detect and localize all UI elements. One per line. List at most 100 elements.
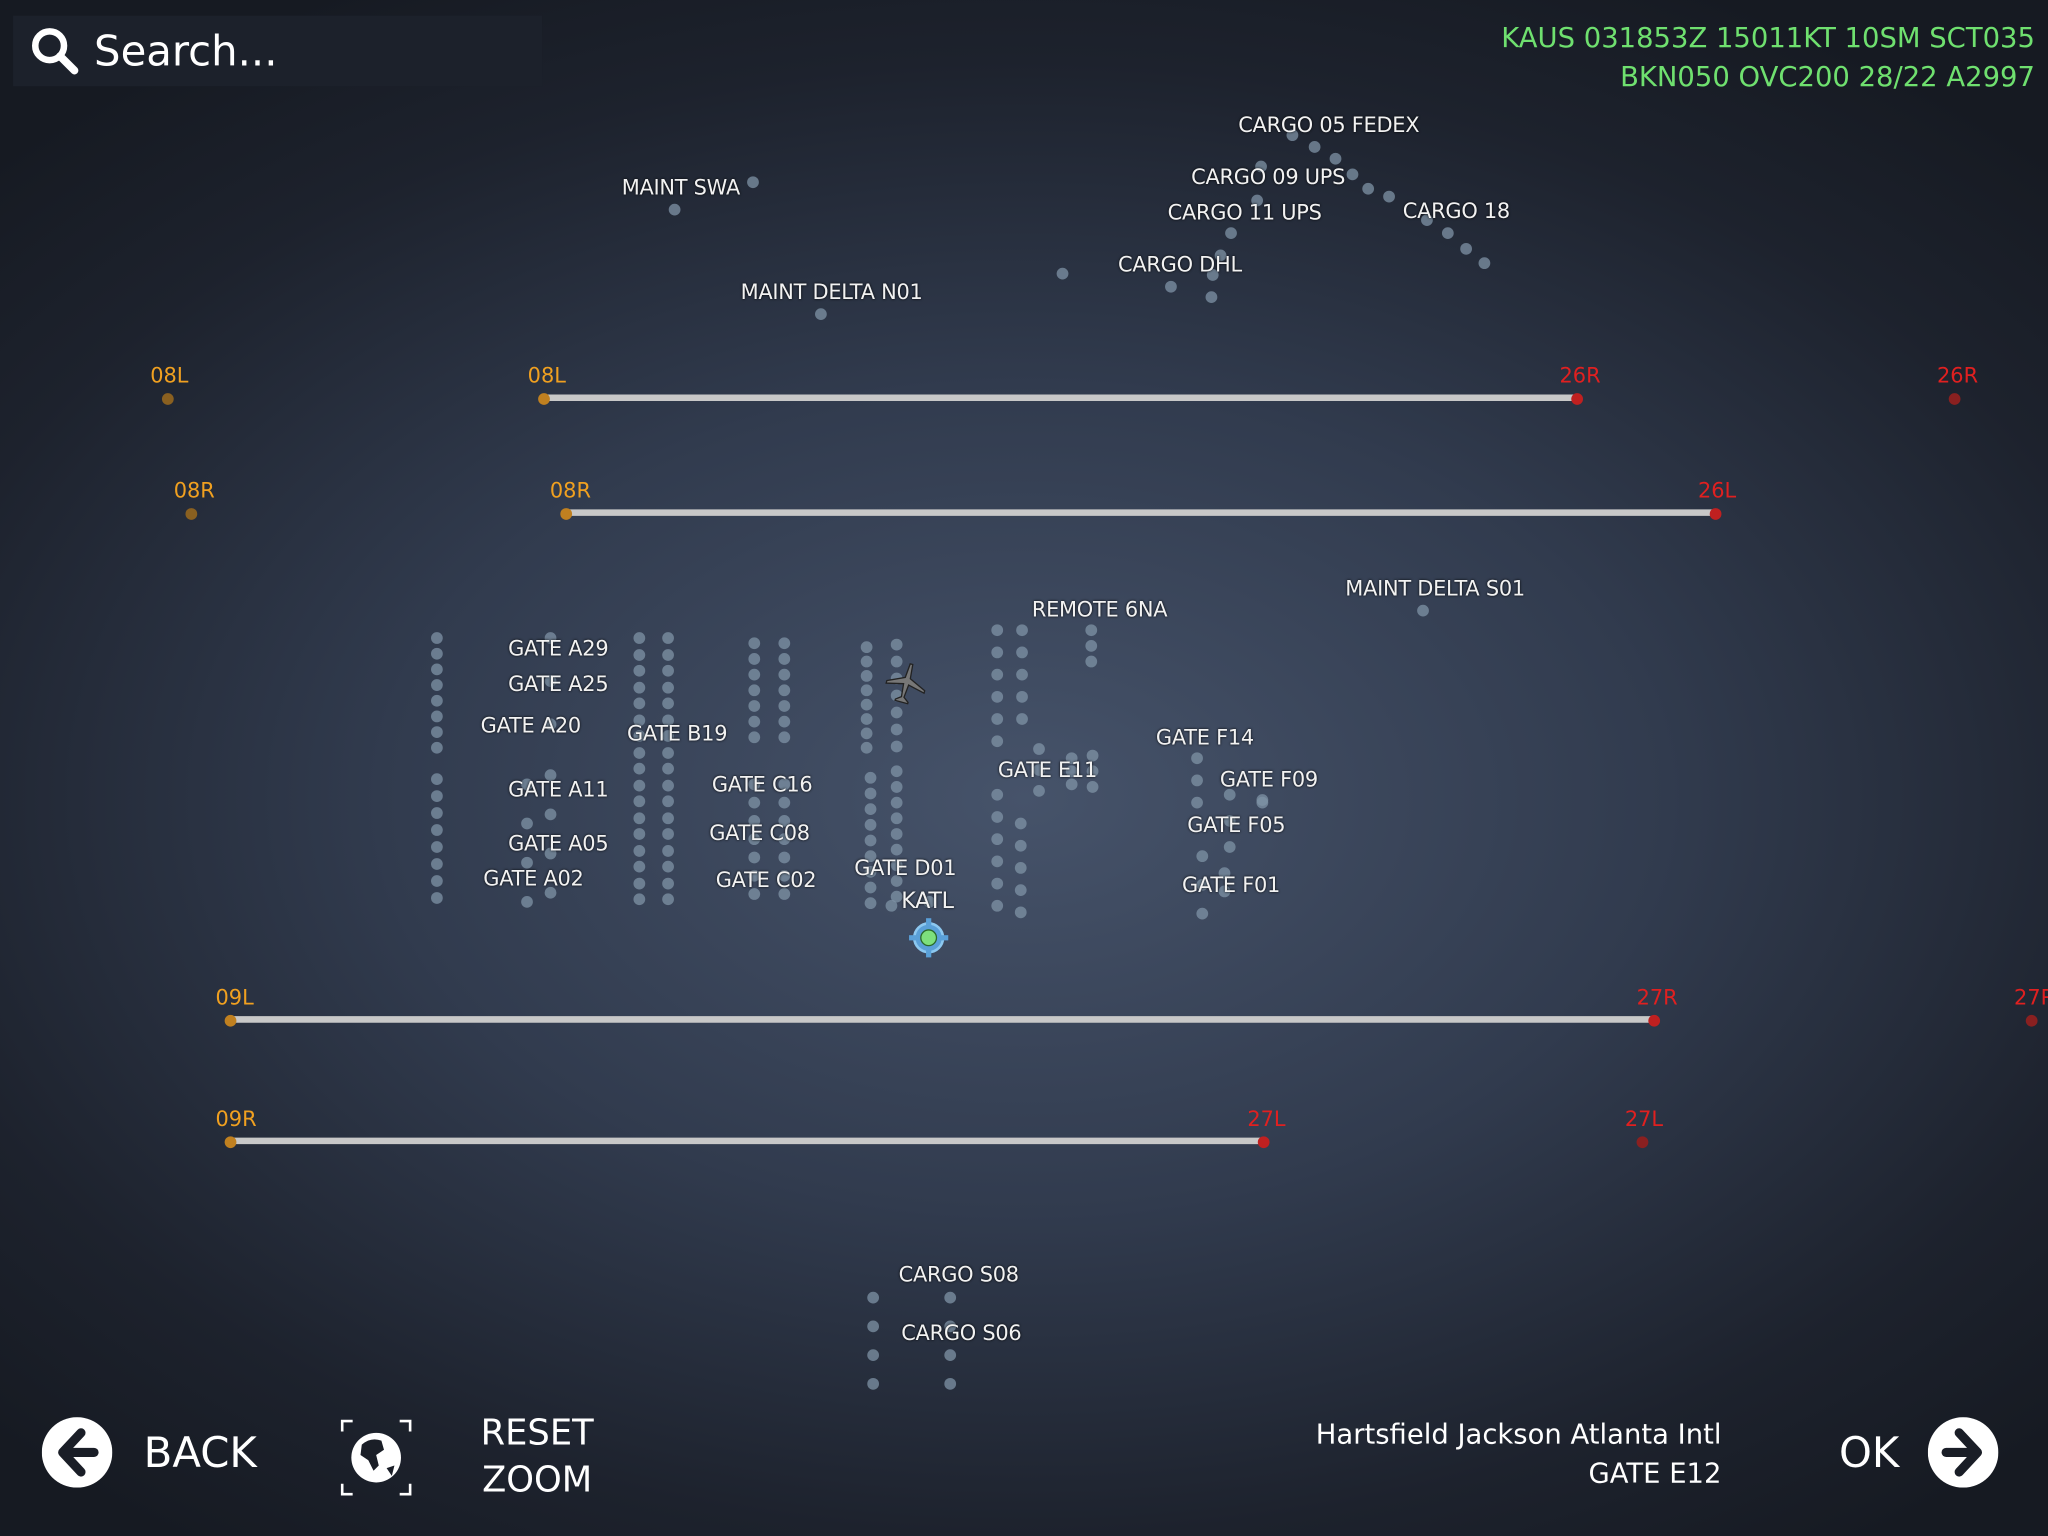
location-label[interactable]: REMOTE 6NA bbox=[1031, 596, 1168, 622]
taxi-point bbox=[748, 851, 761, 864]
runway-label[interactable]: 26R bbox=[1936, 363, 1979, 388]
taxi-point bbox=[633, 681, 646, 693]
runway-label[interactable]: 26L bbox=[1697, 478, 1737, 503]
taxi-point bbox=[1085, 639, 1098, 652]
runway-label[interactable]: 27L bbox=[1624, 1106, 1664, 1132]
runway-threshold bbox=[1257, 1136, 1270, 1149]
taxi-point bbox=[633, 697, 646, 710]
taxi-point bbox=[431, 694, 443, 707]
location-label[interactable]: GATE C02 bbox=[715, 867, 817, 893]
location-label[interactable]: CARGO DHL bbox=[1118, 252, 1242, 277]
taxi-point bbox=[431, 679, 443, 691]
runway-label[interactable]: 08L bbox=[150, 363, 189, 388]
taxi-point bbox=[748, 778, 761, 791]
location-label[interactable]: GATE A11 bbox=[508, 777, 609, 802]
runway-label[interactable]: 27L bbox=[1247, 1106, 1286, 1132]
taxi-point bbox=[1218, 885, 1231, 898]
location-label[interactable]: GATE F09 bbox=[1219, 766, 1318, 792]
runway-09L-27R[interactable] bbox=[229, 1016, 1654, 1023]
location-label[interactable]: GATE D01 bbox=[854, 855, 957, 881]
runway-threshold bbox=[1709, 508, 1722, 520]
taxi-point bbox=[747, 176, 759, 189]
location-label[interactable]: MAINT DELTA N01 bbox=[740, 279, 923, 305]
runway-08L-26R[interactable] bbox=[543, 394, 1577, 401]
location-label[interactable]: GATE A20 bbox=[480, 713, 582, 738]
taxi-point bbox=[864, 865, 877, 878]
reset-zoom-button[interactable]: RESET ZOOM bbox=[340, 1411, 594, 1505]
taxi-point bbox=[662, 713, 674, 726]
location-label[interactable]: GATE A29 bbox=[508, 636, 609, 661]
taxi-point bbox=[748, 653, 761, 665]
ok-button[interactable]: OK bbox=[1839, 1417, 1999, 1488]
arrow-left-icon bbox=[41, 1417, 113, 1488]
location-label[interactable]: CARGO 11 UPS bbox=[1167, 199, 1322, 225]
location-label[interactable]: CARGO 09 UPS bbox=[1191, 164, 1346, 190]
location-label[interactable]: GATE A02 bbox=[483, 865, 584, 891]
taxi-point bbox=[1086, 781, 1099, 793]
taxi-point bbox=[662, 811, 674, 824]
taxi-point bbox=[662, 746, 674, 759]
location-label[interactable]: CARGO 18 bbox=[1402, 198, 1510, 224]
taxi-point bbox=[864, 771, 877, 784]
location-label[interactable]: GATE F05 bbox=[1187, 812, 1286, 838]
taxi-point bbox=[778, 700, 791, 712]
airport-code-label[interactable]: KATL bbox=[901, 888, 954, 915]
runway-label[interactable]: 27R bbox=[1636, 984, 1678, 1010]
search-bar[interactable] bbox=[13, 15, 543, 87]
location-label[interactable]: CARGO S06 bbox=[901, 1320, 1022, 1346]
runway-threshold bbox=[224, 1136, 237, 1149]
taxi-point bbox=[1033, 784, 1045, 797]
location-label[interactable]: GATE F01 bbox=[1182, 872, 1281, 898]
taxi-point bbox=[1191, 774, 1203, 787]
search-input[interactable] bbox=[91, 24, 515, 78]
taxi-point bbox=[890, 796, 903, 809]
taxi-point bbox=[431, 790, 443, 802]
taxi-point bbox=[864, 897, 877, 910]
taxi-point bbox=[1065, 765, 1078, 778]
runway-label[interactable]: 09L bbox=[215, 984, 254, 1010]
location-label[interactable]: GATE F14 bbox=[1155, 724, 1254, 750]
taxi-point bbox=[1191, 796, 1203, 809]
location-label[interactable]: GATE E11 bbox=[997, 757, 1098, 783]
taxi-point bbox=[662, 697, 674, 710]
location-label[interactable]: MAINT DELTA S01 bbox=[1345, 575, 1525, 601]
runway-label[interactable]: 27R bbox=[2014, 984, 2048, 1010]
taxi-point bbox=[1251, 194, 1264, 207]
location-label[interactable]: GATE C16 bbox=[711, 771, 813, 797]
runway-label[interactable]: 09R bbox=[215, 1106, 257, 1132]
location-label[interactable]: GATE A05 bbox=[508, 830, 609, 856]
taxi-point bbox=[991, 735, 1004, 748]
runway-label[interactable]: 08R bbox=[549, 478, 591, 503]
taxi-point bbox=[991, 690, 1004, 703]
taxi-point bbox=[890, 723, 903, 736]
runway-label[interactable]: 08R bbox=[173, 478, 215, 503]
taxi-point bbox=[778, 715, 791, 728]
taxi-point bbox=[521, 778, 533, 791]
taxi-point bbox=[662, 681, 674, 693]
taxi-point bbox=[748, 668, 761, 681]
taxi-point bbox=[1206, 269, 1219, 281]
location-label[interactable]: MAINT SWA bbox=[621, 175, 741, 200]
taxi-point bbox=[944, 1291, 957, 1304]
location-label[interactable]: CARGO 05 FEDEX bbox=[1238, 112, 1420, 138]
back-button[interactable]: BACK bbox=[41, 1417, 257, 1488]
taxi-point bbox=[544, 769, 557, 782]
taxi-point bbox=[890, 740, 903, 753]
taxi-point bbox=[1065, 752, 1078, 765]
taxi-point bbox=[748, 637, 761, 650]
taxi-point bbox=[544, 718, 557, 731]
runway-label[interactable]: 08L bbox=[527, 363, 566, 388]
runway-label[interactable]: 26R bbox=[1559, 363, 1601, 388]
airport-location-icon[interactable] bbox=[908, 917, 950, 959]
location-label[interactable]: GATE A25 bbox=[508, 671, 609, 697]
runway-09R-27L[interactable] bbox=[229, 1137, 1264, 1145]
taxi-point bbox=[633, 828, 646, 840]
taxi-point bbox=[748, 869, 761, 882]
location-label[interactable]: CARGO S08 bbox=[898, 1261, 1019, 1287]
runway-08R-26L[interactable] bbox=[565, 509, 1715, 516]
location-label[interactable]: GATE C08 bbox=[709, 820, 810, 846]
taxi-point bbox=[991, 899, 1004, 912]
taxi-point bbox=[1218, 867, 1231, 880]
location-label[interactable]: GATE B19 bbox=[626, 720, 728, 746]
